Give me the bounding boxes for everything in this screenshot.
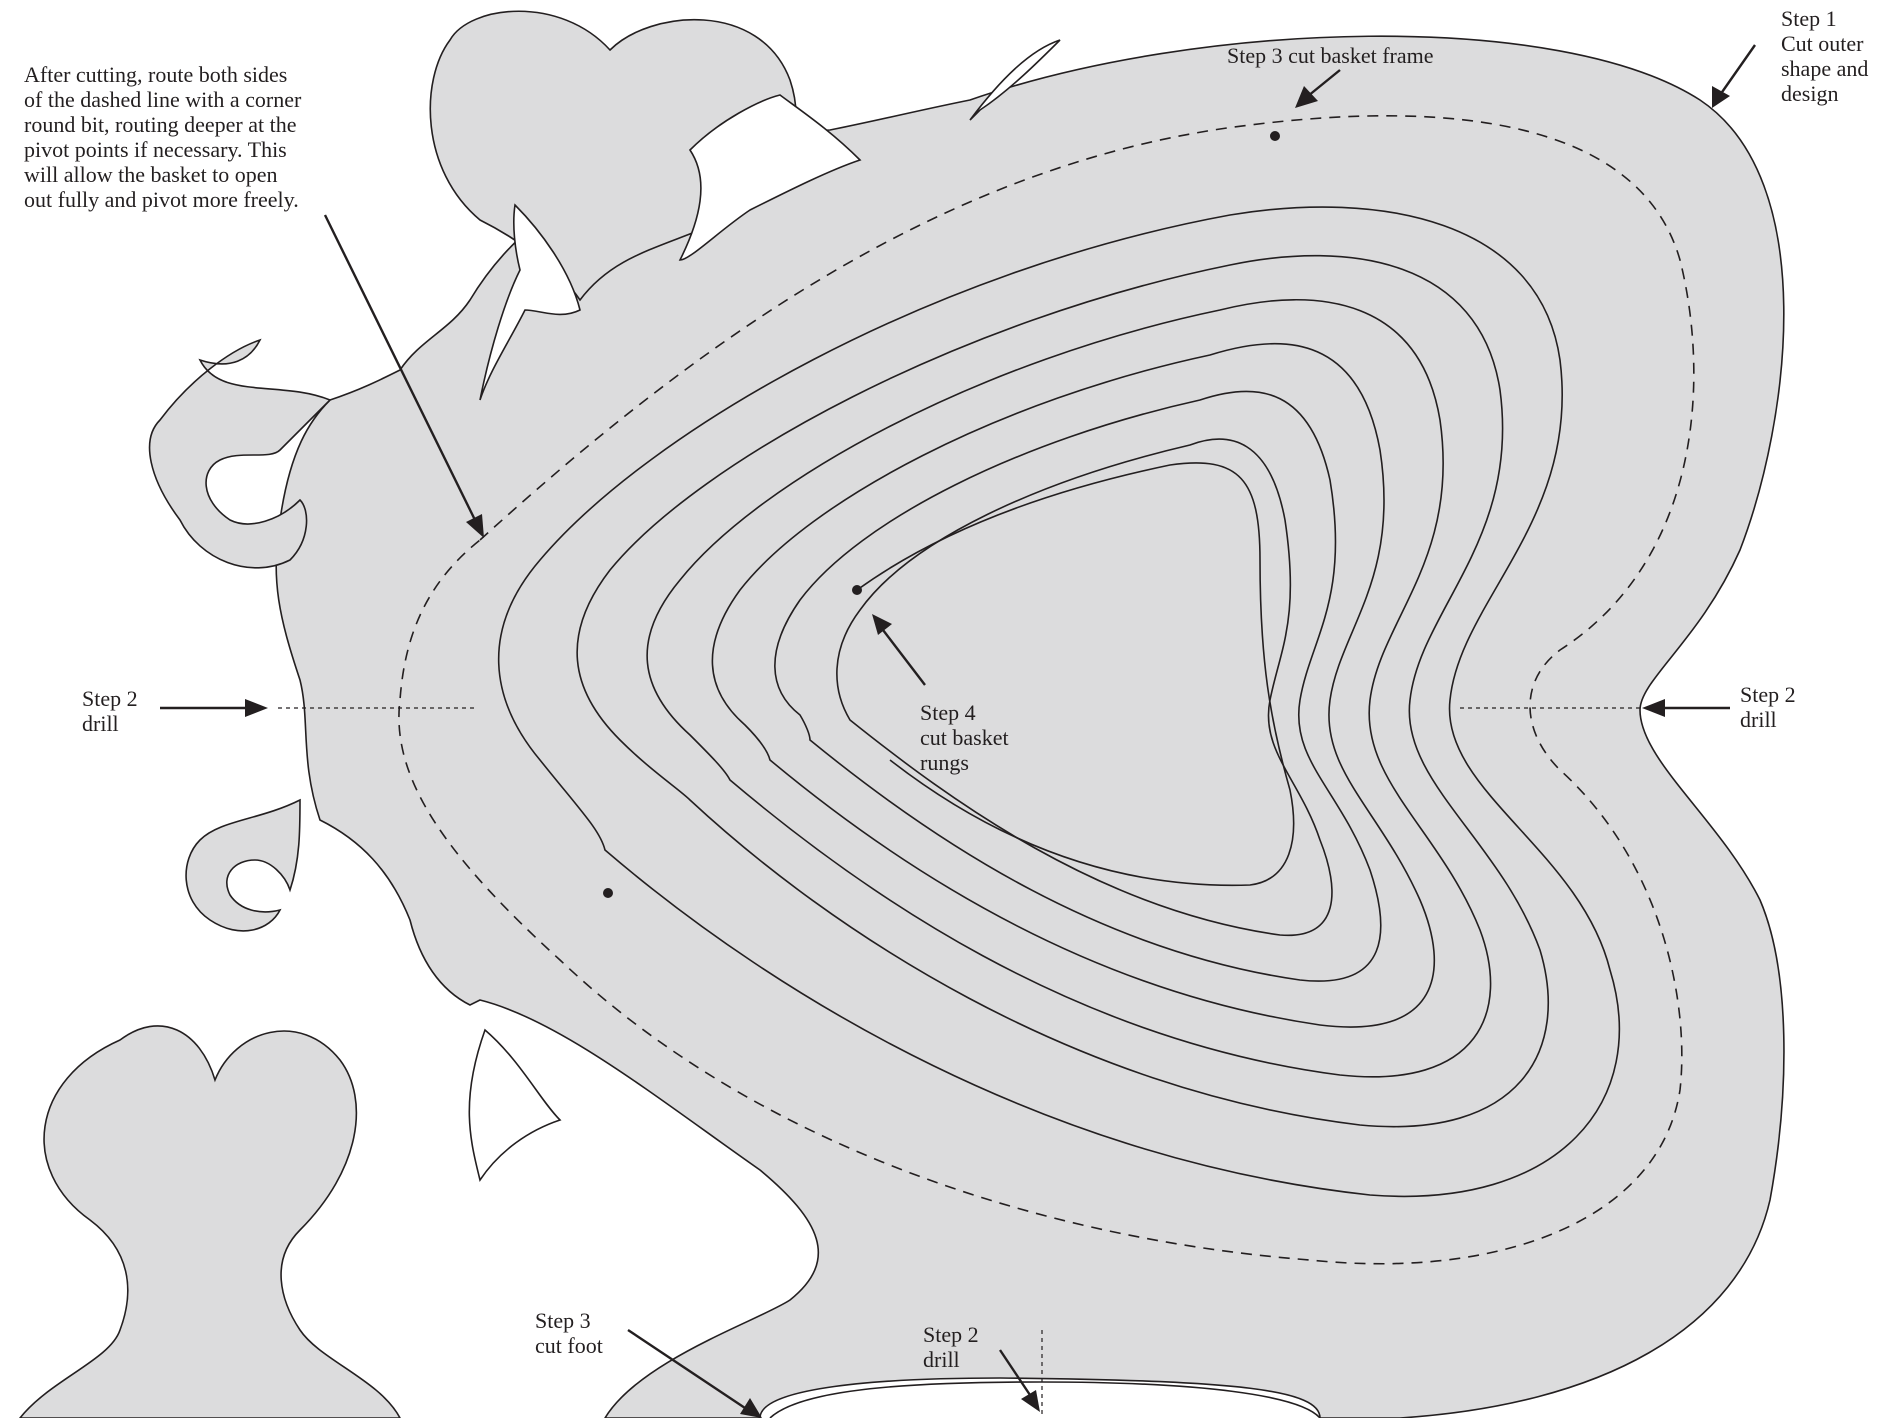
- drill-point-rungs: [852, 585, 862, 595]
- basket-outer-shape: [275, 35, 1785, 1418]
- basket-rung-3: [646, 298, 1492, 1078]
- label-step2-left: Step 2 drill: [82, 686, 138, 736]
- arrow-step4: [872, 614, 926, 686]
- drill-point-rungs-lower: [603, 888, 613, 898]
- basket-rung-6: [836, 438, 1333, 937]
- foot-cut-line: [769, 1381, 1321, 1418]
- basket-rung-4: [711, 342, 1436, 1028]
- arrow-step1: [1712, 44, 1756, 108]
- basket-rung-5: [774, 390, 1382, 982]
- arrow-step3-frame: [1295, 69, 1341, 108]
- label-step3-foot: Step 3 cut foot: [535, 1308, 603, 1358]
- left-upper-scroll: [148, 338, 332, 569]
- cutout-top-right: [969, 39, 1061, 121]
- cutout-bottom-left: [468, 1028, 562, 1182]
- label-step4: Step 4 cut basket rungs: [920, 700, 1009, 775]
- label-step1: Step 1 Cut outer shape and design: [1781, 6, 1869, 106]
- basket-rung-2: [576, 254, 1549, 1128]
- label-route-note: After cutting, route both sides of the d…: [24, 62, 302, 212]
- label-step2-bottom: Step 2 drill: [923, 1322, 979, 1372]
- arrow-step2-left: [160, 699, 268, 717]
- bottom-left-heart: [18, 1025, 401, 1418]
- arrow-step3-foot: [627, 1329, 762, 1418]
- basket-rung-innermost: [856, 462, 1295, 887]
- drill-point-frame: [1270, 131, 1280, 141]
- label-step3-frame: Step 3 cut basket frame: [1227, 43, 1434, 68]
- label-step2-right: Step 2 drill: [1740, 682, 1796, 732]
- basket-rung-1: [497, 206, 1620, 1198]
- cutout-top-curve: [678, 94, 862, 261]
- left-lower-scroll: [185, 798, 301, 932]
- arrow-step2-bottom: [999, 1349, 1040, 1412]
- arrow-step2-right: [1642, 699, 1730, 717]
- basket-frame-dashed-line: [398, 115, 1695, 1265]
- arrow-route-note: [323, 214, 484, 538]
- cutout-top-left: [479, 203, 581, 401]
